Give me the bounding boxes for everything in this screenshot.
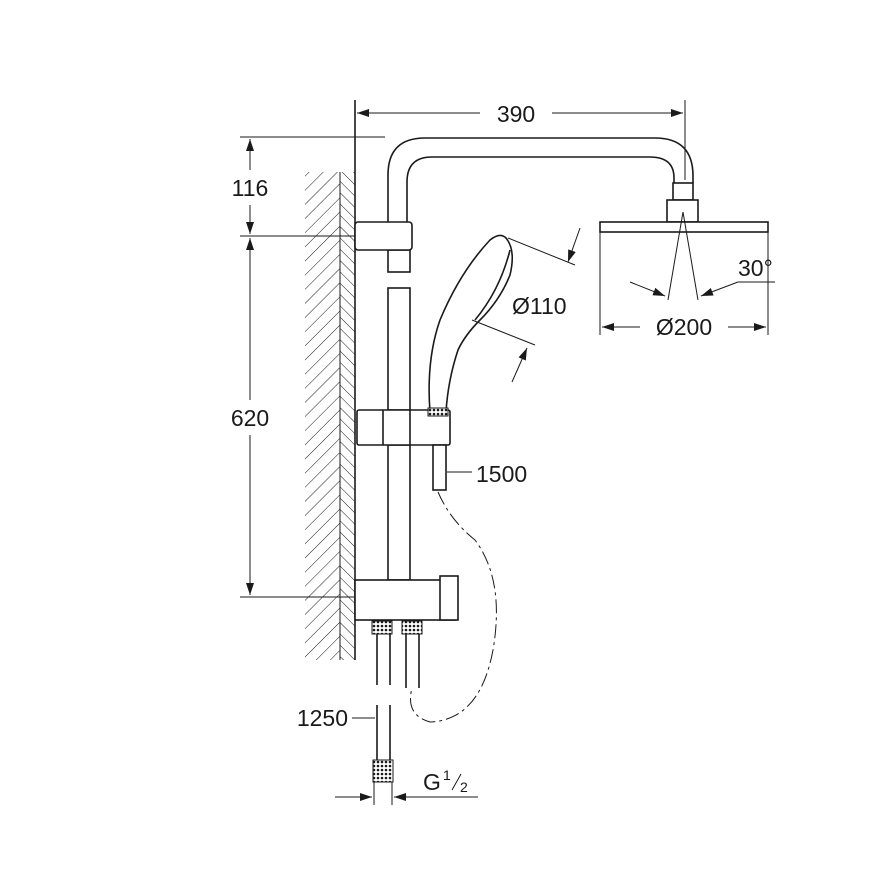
head-shower-dims: 30° Ø200 — [602, 211, 775, 340]
shower-arm — [387, 137, 769, 335]
bracket-spacing-label: 620 — [231, 405, 269, 431]
hose-dashed — [410, 491, 497, 723]
thread-letter: G — [423, 769, 441, 795]
thread-denominator: 2 — [460, 779, 468, 795]
top-offset-label: 116 — [232, 175, 269, 201]
riser-rail — [354, 221, 459, 621]
supply-hoses: 1250 G 1 2 — [297, 620, 478, 805]
hand-shower: Ø110 1500 — [410, 227, 581, 723]
thread-numerator: 1 — [443, 767, 451, 783]
hand-shower-diameter-label: Ø110 — [512, 293, 567, 319]
arm-length-label: 390 — [497, 101, 535, 127]
dimension-arm-length: 390 — [357, 100, 686, 180]
spray-angle-label: 30° — [738, 255, 773, 281]
head-diameter-label: Ø200 — [656, 314, 712, 340]
supply-hose-length-label: 1250 — [297, 705, 348, 731]
shower-hose-length-label: 1500 — [476, 461, 527, 487]
wall — [305, 100, 356, 660]
dimension-vertical: 116 620 — [231, 136, 385, 598]
